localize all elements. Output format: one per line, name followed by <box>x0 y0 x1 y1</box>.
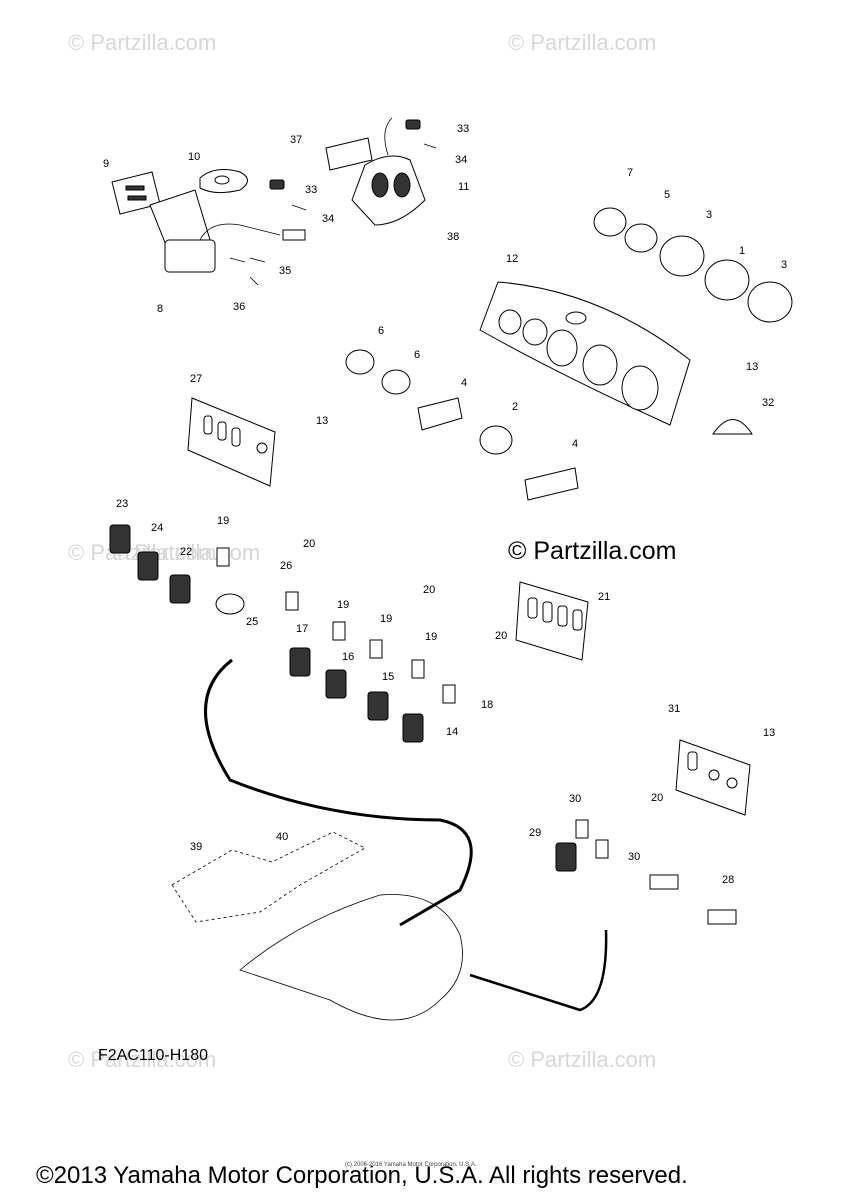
callout: 12 <box>506 253 518 265</box>
watermark: © Partzilla.com <box>68 30 217 55</box>
callout: 6 <box>414 349 420 361</box>
callout: 21 <box>598 591 610 603</box>
callout: 30 <box>569 793 581 805</box>
callout: 28 <box>722 874 734 886</box>
callout: 9 <box>103 158 109 170</box>
part-8-bracket <box>149 189 306 273</box>
callout: 38 <box>447 231 459 243</box>
part-33-clip <box>269 179 285 190</box>
callout: 19 <box>217 515 229 527</box>
part-11-box <box>351 117 426 226</box>
callout: 30 <box>628 851 640 863</box>
part-2-meter <box>479 425 513 455</box>
callout: 34 <box>322 213 334 225</box>
callout: 13 <box>746 361 758 373</box>
callout: 37 <box>290 134 302 146</box>
part-37-cover <box>325 137 373 171</box>
copyright: ©2013 Yamaha Motor Corporation, U.S.A. A… <box>36 1162 688 1189</box>
callout: 29 <box>529 827 541 839</box>
callout: 13 <box>763 727 775 739</box>
callout: 35 <box>279 265 291 277</box>
callout: 1 <box>739 245 745 257</box>
part-4-bracket <box>417 397 463 431</box>
part-10-gasket <box>199 169 248 194</box>
watermark: © Partzilla.com <box>508 30 657 55</box>
callout: 11 <box>458 181 469 193</box>
callout: 3 <box>781 259 787 271</box>
callout: 36 <box>233 301 245 313</box>
callout: 10 <box>188 151 200 163</box>
callout: 33 <box>305 184 317 196</box>
watermark: © Partzilla.com <box>508 1047 657 1072</box>
callout: 25 <box>246 616 258 628</box>
callout: 20 <box>495 630 507 642</box>
callout: 16 <box>342 651 354 663</box>
part-25-buzzer <box>215 593 245 615</box>
watermark: © Partzilla.com <box>68 1047 217 1072</box>
callout: 19 <box>425 631 437 643</box>
callout: 8 <box>157 303 163 315</box>
diagram-code: F2AC110-H180 <box>98 1047 208 1064</box>
switches <box>109 524 609 872</box>
callout: 14 <box>446 726 458 738</box>
wire <box>204 658 473 927</box>
part-28-harness <box>649 874 737 925</box>
callout-labels: 1 2 3 3 4 4 5 6 6 7 8 9 10 11 12 13 13 1… <box>103 123 787 886</box>
callout: 4 <box>572 438 578 450</box>
callout: 23 <box>116 498 128 510</box>
craft-outline <box>239 894 463 1021</box>
callout: 31 <box>668 703 680 715</box>
callout: 17 <box>296 623 308 635</box>
part-31-panel <box>675 739 751 816</box>
part-6-meter <box>381 369 411 395</box>
part-4-bracket <box>524 467 579 501</box>
callout: 5 <box>664 189 670 201</box>
part-32-cap <box>712 419 753 435</box>
callout: 13 <box>316 415 328 427</box>
callout: 39 <box>190 841 202 853</box>
part-12-meter-panel <box>479 281 691 426</box>
part-33-clip <box>405 119 421 130</box>
callout: 18 <box>481 699 493 711</box>
watermark: © Partzilla.com <box>112 540 261 565</box>
wire <box>469 929 608 1012</box>
callout: 24 <box>151 522 163 534</box>
part-21-panel <box>515 581 589 661</box>
callout: 27 <box>190 373 202 385</box>
callout: 40 <box>276 831 288 843</box>
fine-print: (c) 2006-2016 Yamaha Motor Corporation, … <box>345 1162 477 1168</box>
callout: 3 <box>706 209 712 221</box>
gauges <box>593 207 793 323</box>
callout: 4 <box>461 377 467 389</box>
part-6-meter <box>345 349 375 375</box>
callout: 22 <box>180 546 192 558</box>
callout: 6 <box>378 325 384 337</box>
callout: 19 <box>380 613 392 625</box>
callout: 20 <box>423 584 435 596</box>
callout: 26 <box>280 560 292 572</box>
callout: 7 <box>627 167 633 179</box>
callout: 15 <box>382 671 394 683</box>
callout: 20 <box>651 792 663 804</box>
callout: 2 <box>512 401 518 413</box>
callout: 32 <box>762 397 774 409</box>
callout: 33 <box>457 123 469 135</box>
center-watermark: © Partzilla.com <box>508 537 677 565</box>
callout: 34 <box>455 154 467 166</box>
part-27-panel <box>187 397 276 487</box>
callout: 20 <box>303 538 315 550</box>
callout: 19 <box>337 599 349 611</box>
screws <box>229 143 437 286</box>
